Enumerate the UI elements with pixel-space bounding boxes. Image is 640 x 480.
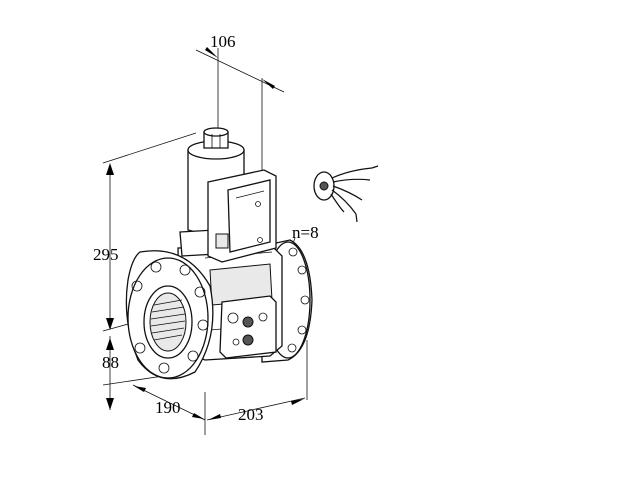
bolt-count-label: n=8	[292, 223, 319, 242]
front-flange	[125, 250, 214, 380]
dim-label-106: 106	[210, 32, 236, 51]
dimension-203: 203	[206, 340, 308, 424]
dim-label-203: 203	[238, 405, 264, 424]
cable-plug	[313, 165, 379, 223]
dim-label-295: 295	[93, 245, 119, 264]
dimension-106: 106	[195, 32, 285, 250]
dimension-88: 88	[102, 336, 191, 410]
dimension-190: 190	[132, 384, 206, 435]
dimension-295: 295	[93, 132, 197, 332]
dim-label-88: 88	[102, 353, 119, 372]
terminal-box	[207, 169, 277, 263]
coil-nut	[203, 127, 229, 149]
connector-plate	[219, 295, 277, 359]
dim-label-190: 190	[155, 398, 181, 417]
